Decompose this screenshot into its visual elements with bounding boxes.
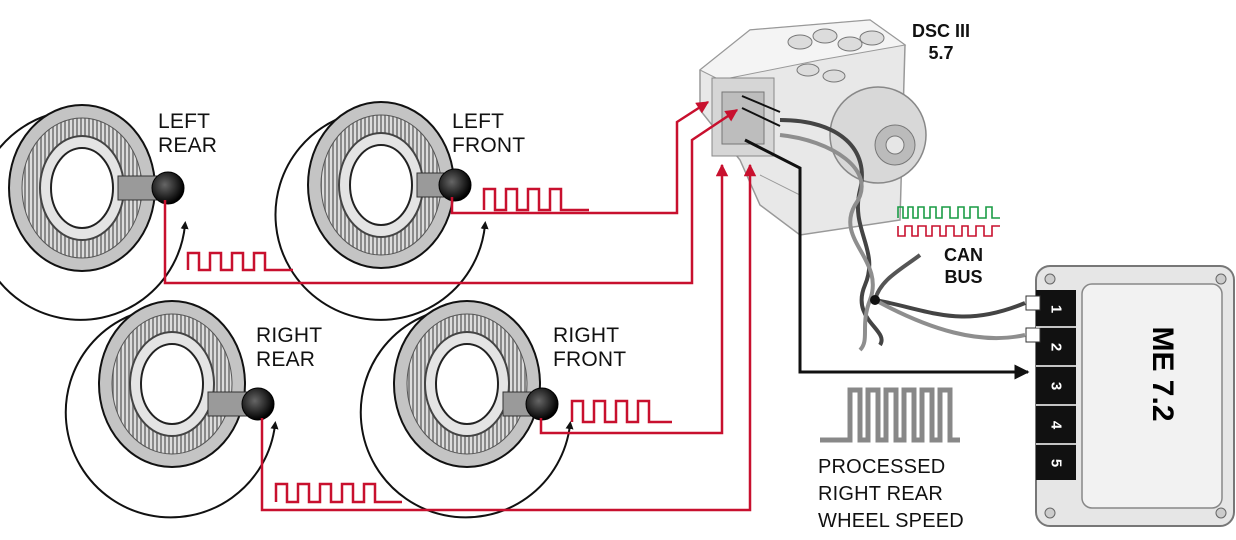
- processed-waveform: [820, 387, 960, 443]
- dsc-unit: [699, 19, 927, 236]
- can-junction: [870, 295, 880, 305]
- right-rear-tone-ring: [64, 300, 279, 519]
- left-rear-tone-ring: [0, 104, 189, 321]
- signal-wires: [163, 100, 757, 512]
- sensor-waveforms: [186, 187, 672, 504]
- ecm-label: ME 7.2: [1146, 326, 1179, 422]
- wire-left-rear: [163, 108, 739, 285]
- can-bus-label: CAN BUS: [944, 245, 983, 287]
- processed-speed-wire: [744, 138, 1030, 380]
- left-front-tone-ring: [274, 101, 489, 321]
- left-front-label: LEFT FRONT: [452, 110, 526, 157]
- left-rear-label: LEFT REAR: [158, 110, 218, 157]
- can-bus-wires: [779, 118, 1026, 352]
- processed-speed-label: PROCESSED RIGHT REAR WHEEL SPEED: [818, 456, 964, 532]
- ecm-box: [1025, 265, 1235, 527]
- can-low-waveform: [897, 225, 1000, 237]
- connector-leads: [741, 95, 781, 127]
- wire-right-front: [539, 163, 729, 435]
- right-rear-label: RIGHT REAR: [256, 324, 323, 371]
- can-high-waveform: [897, 206, 1000, 219]
- wire-left-front: [450, 100, 710, 215]
- dsc-label: DSC III 5.7: [912, 21, 971, 63]
- right-front-tone-ring: [359, 300, 574, 519]
- right-front-label: RIGHT FRONT: [553, 324, 627, 371]
- wire-right-rear: [260, 163, 757, 512]
